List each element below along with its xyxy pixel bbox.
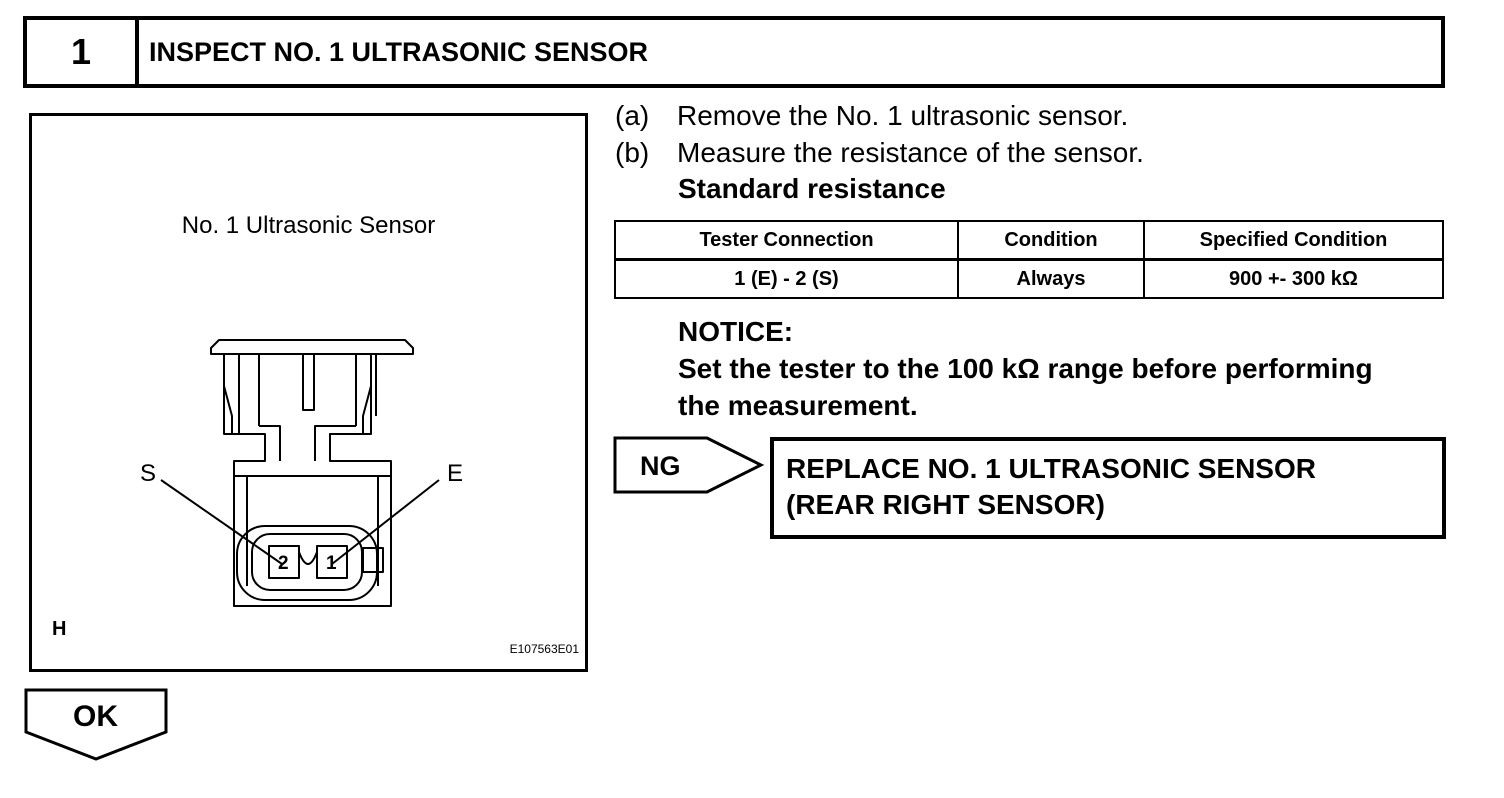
terminal-2-number: 2 [278,553,289,574]
table-header-row: Tester Connection Condition Specified Co… [614,220,1444,261]
step-title: INSPECT NO. 1 ULTRASONIC SENSOR [149,36,649,67]
resistance-spec-table: Tester Connection Condition Specified Co… [614,220,1444,299]
step-a-letter: (a) [615,100,650,131]
step-number: 1 [27,20,139,84]
side-mark: H [52,618,67,640]
table-header: Specified Condition [1143,220,1444,261]
replace-action-box: REPLACE NO. 1 ULTRASONIC SENSOR (REAR RI… [770,437,1446,539]
ok-label: OK [73,700,118,733]
sensor-illustration: No. 1 Ultrasonic Sensor S E 2 1 H E10756… [29,113,588,672]
replace-action-line1: REPLACE NO. 1 ULTRASONIC SENSOR [786,453,1316,484]
step-b-text: Measure the resistance of the sensor. [677,137,1144,168]
terminal-e-label: E [447,460,464,487]
replace-action-line2: (REAR RIGHT SENSOR) [786,489,1105,520]
table-row: 1 (E) - 2 (S) Always 900 +- 300 kΩ [614,258,1444,299]
ng-label: NG [640,451,681,481]
table-cell: 900 +- 300 kΩ [1143,258,1444,299]
figure-code: E107563E01 [509,642,579,656]
table-cell: 1 (E) - 2 (S) [614,258,959,299]
table-header: Condition [957,220,1145,261]
sensor-drawing [160,339,440,607]
step-b-letter: (b) [615,137,650,168]
terminal-s-label: S [140,460,157,487]
ng-arrow-icon [613,436,765,494]
standard-resistance-label: Standard resistance [678,173,946,204]
ok-arrow-icon [24,688,168,761]
notice-text-line2: the measurement. [678,390,918,421]
step-header: 1 INSPECT NO. 1 ULTRASONIC SENSOR [23,16,1445,88]
step-a-text: Remove the No. 1 ultrasonic sensor. [677,100,1129,131]
terminal-1-number: 1 [326,553,337,574]
step-a: (a) Remove the No. 1 ultrasonic sensor. [615,100,1128,132]
figure-caption: No. 1 Ultrasonic Sensor [181,212,436,239]
table-cell: Always [957,258,1145,299]
notice-title: NOTICE: [678,316,794,347]
table-header: Tester Connection [614,220,959,261]
step-b: (b) Measure the resistance of the sensor. [615,137,1144,169]
notice-text-line1: Set the tester to the 100 kΩ range befor… [678,353,1373,384]
